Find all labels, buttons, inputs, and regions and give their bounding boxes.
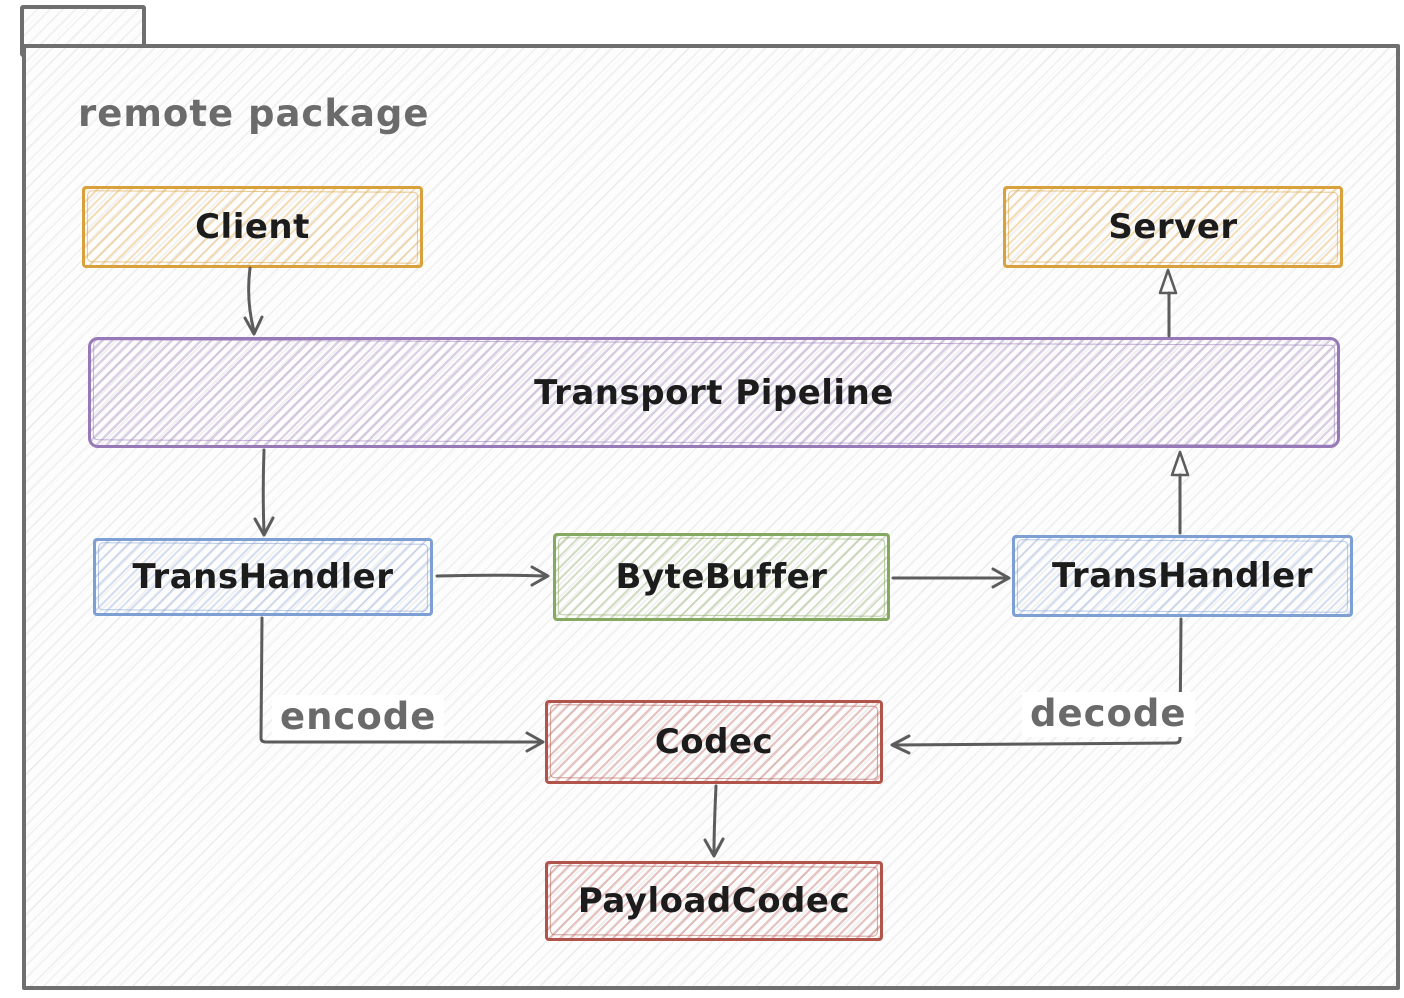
package-tab (20, 5, 146, 57)
node-codec-label: Codec (654, 722, 774, 762)
edge-label-encode: encode (272, 695, 445, 740)
node-transhandler-right-label: TransHandler (1051, 556, 1314, 596)
node-bytebuffer-label: ByteBuffer (615, 557, 828, 597)
node-client: Client (82, 186, 423, 268)
package-title: remote package (78, 92, 430, 135)
node-client-label: Client (195, 207, 310, 247)
node-server-label: Server (1108, 207, 1238, 247)
node-transhandler-left-label: TransHandler (132, 557, 394, 597)
node-codec: Codec (545, 700, 883, 784)
node-server: Server (1003, 186, 1343, 268)
node-transport-pipeline-label: Transport Pipeline (534, 372, 894, 413)
edge-label-decode: decode (1022, 692, 1195, 737)
node-bytebuffer: ByteBuffer (553, 533, 890, 621)
node-payloadcodec: PayloadCodec (545, 861, 883, 941)
node-transhandler-left: TransHandler (93, 538, 433, 616)
node-payloadcodec-label: PayloadCodec (577, 881, 851, 921)
node-transport-pipeline: Transport Pipeline (88, 337, 1340, 448)
node-transhandler-right: TransHandler (1012, 535, 1353, 617)
